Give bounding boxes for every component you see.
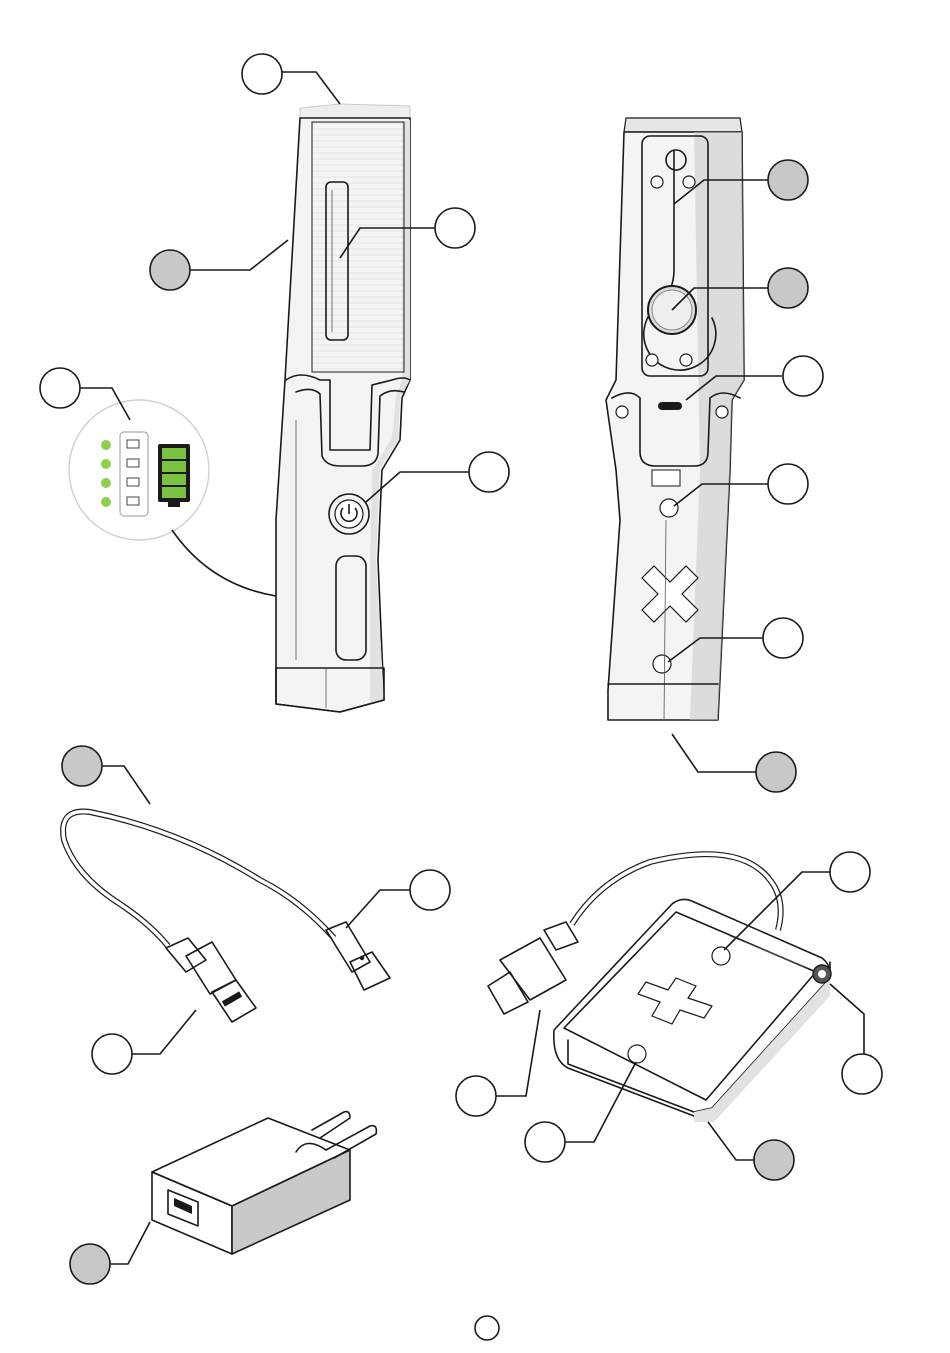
usb-c-plug	[326, 922, 390, 990]
callout-cable-usb-a-plug	[92, 1034, 132, 1074]
callout-mount-hole-upper	[768, 464, 808, 504]
callout-cable-usb-c-plug	[410, 870, 450, 910]
callout-pad-usb-a-plug	[456, 1076, 496, 1116]
usb-cable	[63, 812, 390, 1022]
battery-icon	[158, 444, 190, 507]
led-4	[101, 497, 111, 507]
callout-mount-hole-lower	[763, 618, 803, 658]
callout-pad-base	[754, 1140, 794, 1180]
led-2	[101, 459, 111, 469]
pad-usb-a-plug	[488, 922, 578, 1014]
wall-charger	[152, 1112, 376, 1297]
work-lamp-front	[276, 104, 410, 712]
callout-cable	[62, 746, 102, 786]
usb-a-plug	[166, 938, 256, 1022]
callout-lamp-top	[242, 54, 282, 94]
callout-battery-indicator	[40, 368, 80, 408]
callout-magnet	[768, 268, 808, 308]
callout-lamp-led-strip	[435, 208, 475, 248]
callout-pad-hole-lower	[525, 1122, 565, 1162]
power-button-graphic	[329, 494, 369, 534]
callout-pad-port	[842, 1054, 882, 1094]
callout-pad-hole-upper	[830, 852, 870, 892]
led-3	[101, 478, 111, 488]
usb-c-port	[658, 402, 682, 410]
callout-markers	[40, 54, 882, 1340]
battery-indicator-inset	[69, 400, 276, 596]
callout-page-marker	[475, 1316, 499, 1340]
callout-charger-usb-port	[70, 1244, 110, 1284]
callout-hook	[768, 160, 808, 200]
callout-power-button	[469, 452, 509, 492]
led-1	[101, 440, 111, 450]
callout-lamp-side	[150, 250, 190, 290]
work-lamp-back	[606, 118, 744, 720]
callout-usb-c-port	[783, 356, 823, 396]
callout-lamp-base	[756, 752, 796, 792]
